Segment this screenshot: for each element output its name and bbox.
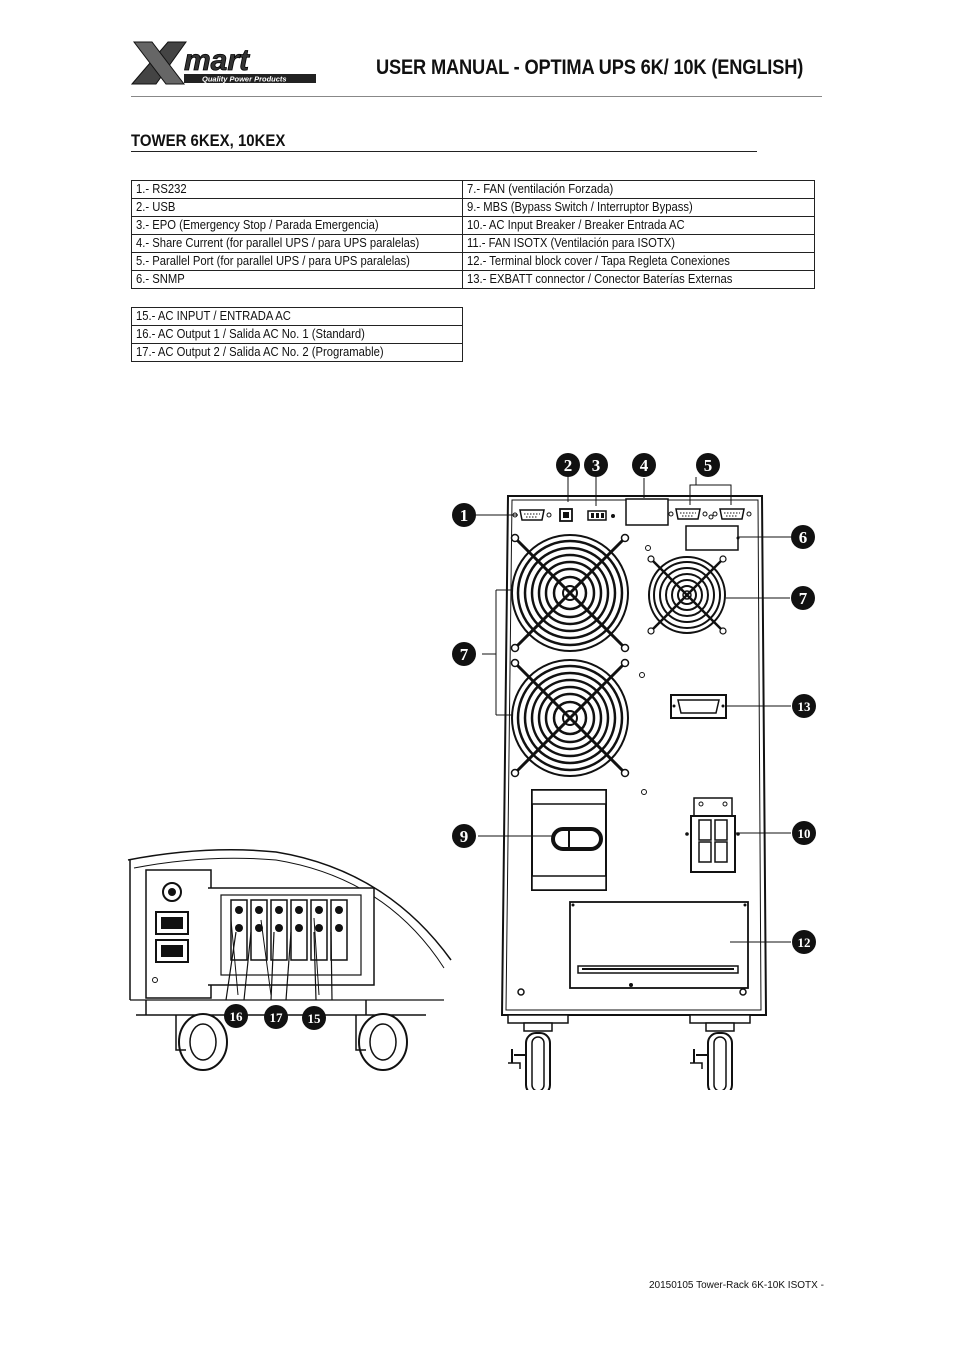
svg-text:2: 2 [564, 456, 573, 475]
legend-table-main: 1.- RS232 7.- FAN (ventilación Forzada) … [131, 180, 815, 289]
table-cell: 9.- MBS (Bypass Switch / Interruptor Byp… [462, 198, 815, 217]
tower-rear-panel [500, 495, 768, 1090]
table-cell: 15.- AC INPUT / ENTRADA AC [131, 307, 463, 326]
terminal-block-cover [569, 901, 749, 989]
table-row: 15.- AC INPUT / ENTRADA AC [131, 307, 463, 326]
ac-terminal-detail [127, 849, 452, 1071]
table-row: 2.- USB 9.- MBS (Bypass Switch / Interru… [131, 198, 815, 217]
svg-text:5: 5 [704, 456, 713, 475]
svg-text:4: 4 [640, 456, 649, 475]
bypass-switch [531, 789, 607, 891]
svg-text:15: 15 [308, 1011, 322, 1026]
fan-icon [510, 658, 630, 778]
table-cell: 17.- AC Output 2 / Salida AC No. 2 (Prog… [131, 343, 463, 362]
svg-text:13: 13 [798, 699, 812, 714]
callout-marker: 3 [584, 453, 608, 477]
callout-marker: 9 [452, 824, 476, 848]
table-cell: 10.- AC Input Breaker / Breaker Entrada … [462, 216, 815, 235]
svg-text:mart: mart [184, 44, 251, 77]
callout-marker: 5 [696, 453, 720, 477]
svg-text:16: 16 [230, 1009, 244, 1024]
table-cell: 1.- RS232 [131, 180, 463, 199]
footer-reference: 20150105 Tower-Rack 6K-10K ISOTX - [649, 1280, 824, 1291]
table-row: 1.- RS232 7.- FAN (ventilación Forzada) [131, 180, 815, 199]
svg-text:12: 12 [798, 935, 811, 950]
xmart-logo: mart Quality Power Products [130, 41, 316, 85]
svg-text:1: 1 [460, 506, 469, 525]
parallel-ports [668, 508, 752, 520]
header-divider [131, 96, 822, 97]
svg-text:10: 10 [798, 826, 811, 841]
callout-marker: 15 [302, 1006, 326, 1030]
callout-marker: 2 [556, 453, 580, 477]
exbatt-connector [670, 694, 727, 719]
callout-marker: 13 [792, 694, 816, 718]
share-current-port [625, 498, 669, 526]
table-row: 3.- EPO (Emergency Stop / Parada Emergen… [131, 216, 815, 235]
callout-marker: 12 [792, 930, 816, 954]
callout-marker: 10 [792, 821, 816, 845]
epo-connector [587, 510, 615, 521]
table-row: 6.- SNMP 13.- EXBATT connector / Conecto… [131, 270, 815, 289]
table-row: 4.- Share Current (for parallel UPS / pa… [131, 234, 815, 253]
svg-text:7: 7 [460, 645, 469, 664]
table-cell: 12.- Terminal block cover / Tapa Regleta… [462, 252, 815, 271]
callout-marker: 4 [632, 453, 656, 477]
callout-leaders [230, 475, 791, 996]
svg-text:3: 3 [592, 456, 601, 475]
callout-marker: 1 [452, 503, 476, 527]
table-cell: 7.- FAN (ventilación Forzada) [462, 180, 815, 199]
table-cell: 3.- EPO (Emergency Stop / Parada Emergen… [131, 216, 463, 235]
callout-marker: 7 [452, 642, 476, 666]
table-row: 17.- AC Output 2 / Salida AC No. 2 (Prog… [131, 343, 463, 362]
svg-text:7: 7 [799, 589, 808, 608]
section-heading-text: TOWER 6KEX, 10KEX [131, 131, 286, 150]
table-cell: 4.- Share Current (for parallel UPS / pa… [131, 234, 463, 253]
table-cell: 2.- USB [131, 198, 463, 217]
svg-text:17: 17 [270, 1010, 284, 1025]
callout-marker: 17 [264, 1005, 288, 1029]
table-row: 5.- Parallel Port (for parallel UPS / pa… [131, 252, 815, 271]
table-row: 16.- AC Output 1 / Salida AC No. 1 (Stan… [131, 325, 463, 344]
callout-marker: 6 [791, 525, 815, 549]
ups-rear-panel-diagram: 1 2 3 4 5 6 7 7 13 9 10 12 [127, 453, 816, 1090]
legend-table-ac: 15.- AC INPUT / ENTRADA AC 16.- AC Outpu… [131, 307, 463, 362]
ac-input-breaker [685, 797, 740, 873]
svg-text:9: 9 [460, 827, 469, 846]
table-cell: 6.- SNMP [131, 270, 463, 289]
fan-icon [510, 533, 630, 653]
svg-text:6: 6 [799, 528, 808, 547]
table-cell: 16.- AC Output 1 / Salida AC No. 1 (Stan… [131, 325, 463, 344]
fan-isotx-icon [646, 554, 728, 636]
table-cell: 5.- Parallel Port (for parallel UPS / pa… [131, 252, 463, 271]
caster-wheel [507, 1022, 553, 1090]
document-title: USER MANUAL - OPTIMA UPS 6K/ 10K (ENGLIS… [376, 56, 804, 79]
snmp-slot [685, 525, 739, 551]
svg-text:Quality Power Products: Quality Power Products [202, 75, 287, 84]
table-cell: 13.- EXBATT connector / Conector Batería… [462, 270, 815, 289]
callout-marker: 7 [791, 586, 815, 610]
section-heading: TOWER 6KEX, 10KEX [131, 131, 757, 152]
table-cell: 11.- FAN ISOTX (Ventilación para ISOTX) [462, 234, 815, 253]
caster-wheel [689, 1022, 735, 1090]
callout-marker: 16 [224, 1004, 248, 1028]
